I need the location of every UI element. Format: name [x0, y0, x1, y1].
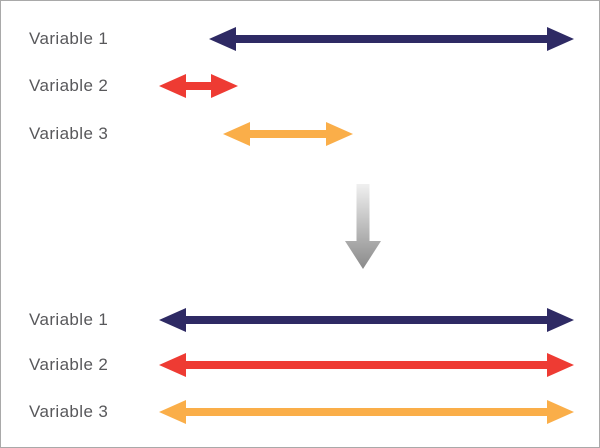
arrow-shaft — [247, 130, 329, 138]
down-arrow-icon — [345, 184, 381, 269]
down-arrow-shape — [345, 184, 381, 269]
arrowhead-right-icon — [547, 400, 574, 424]
arrowhead-left-icon — [159, 308, 186, 332]
before-range-arrow-variable-2 — [159, 74, 238, 98]
after-label-variable-2: Variable 2 — [29, 355, 109, 374]
arrow-shaft — [183, 361, 550, 369]
after-label-variable-1: Variable 1 — [29, 310, 109, 329]
arrow-shaft — [183, 316, 550, 324]
arrowhead-left-icon — [159, 74, 186, 98]
arrowhead-right-icon — [547, 308, 574, 332]
arrow-shaft — [183, 82, 214, 90]
arrow-shaft — [233, 35, 550, 43]
after-label-variable-3: Variable 3 — [29, 402, 109, 421]
before-label-variable-3: Variable 3 — [29, 124, 109, 143]
arrowhead-right-icon — [547, 27, 574, 51]
before-range-arrow-variable-3 — [223, 122, 353, 146]
after-range-arrow-variable-2 — [159, 353, 574, 377]
before-range-arrow-variable-1 — [209, 27, 574, 51]
arrowhead-left-icon — [223, 122, 250, 146]
before-label-variable-1: Variable 1 — [29, 29, 109, 48]
arrow-shaft — [183, 408, 550, 416]
arrowhead-right-icon — [547, 353, 574, 377]
arrowhead-left-icon — [159, 400, 186, 424]
after-range-arrow-variable-1 — [159, 308, 574, 332]
arrowhead-right-icon — [326, 122, 353, 146]
before-label-variable-2: Variable 2 — [29, 76, 109, 95]
after-range-arrow-variable-3 — [159, 400, 574, 424]
arrowhead-left-icon — [159, 353, 186, 377]
arrowhead-left-icon — [209, 27, 236, 51]
arrowhead-right-icon — [211, 74, 238, 98]
